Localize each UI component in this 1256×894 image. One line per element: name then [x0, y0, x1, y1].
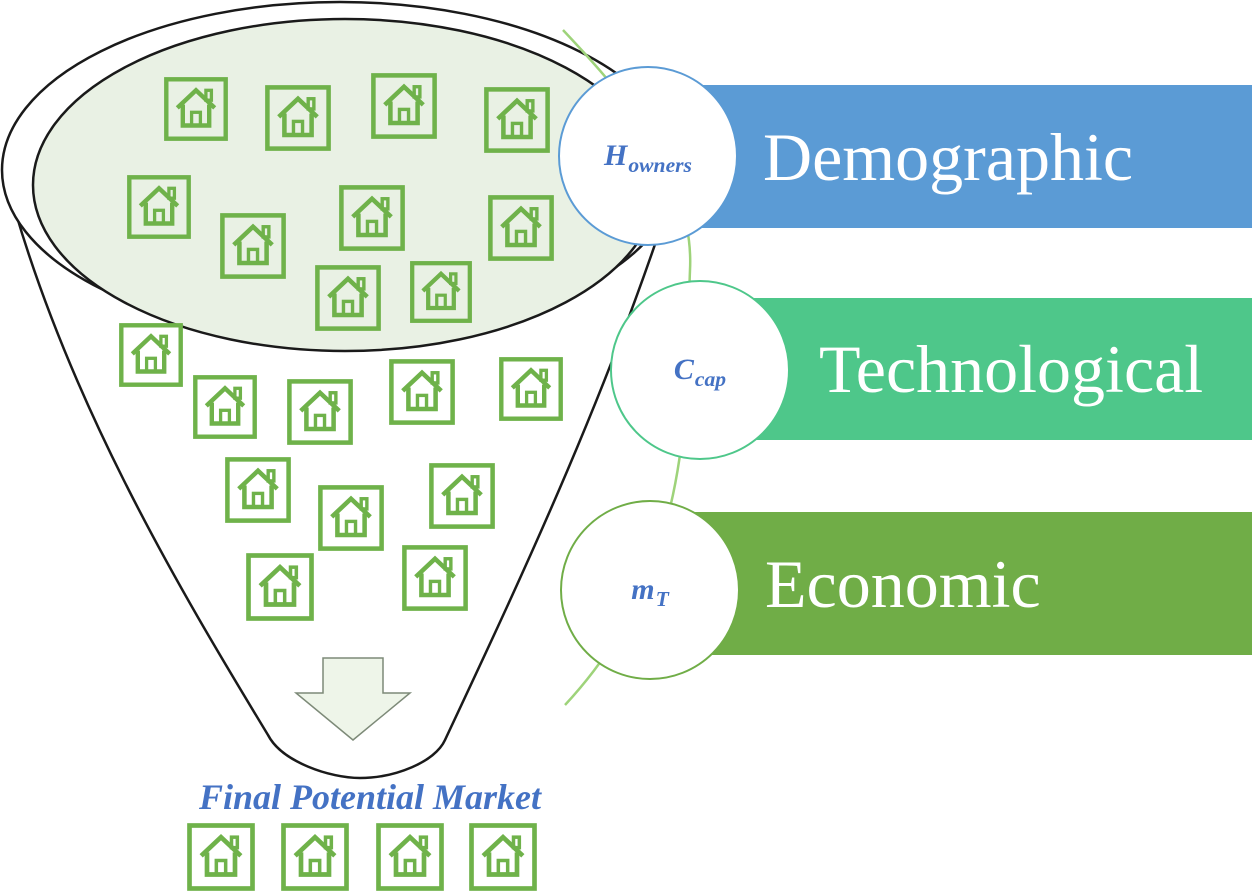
funnel-outline — [2, 169, 680, 780]
economic-label: Economic — [765, 546, 1041, 622]
technological-symbol-circle: Ccap — [610, 280, 790, 460]
house-icon — [121, 325, 180, 384]
final-potential-market-title: Final Potential Market — [198, 777, 542, 817]
house-icon — [472, 826, 535, 889]
economic-symbol-circle: mT — [560, 500, 740, 680]
technological-symbol: Ccap — [673, 353, 727, 391]
house-icon — [190, 826, 253, 889]
house-icon — [501, 359, 560, 418]
house-icon — [284, 826, 347, 889]
technological-label: Technological — [819, 331, 1204, 407]
house-icon — [320, 487, 381, 548]
demographic-label: Demographic — [763, 119, 1134, 195]
house-icon — [379, 826, 442, 889]
technological-bar: Technological — [685, 298, 1252, 440]
house-icon — [227, 459, 288, 520]
economic-bar: Economic — [685, 512, 1252, 655]
economic-symbol: mT — [631, 573, 669, 611]
arrow-down-icon — [293, 657, 413, 741]
house-icon — [249, 556, 312, 619]
demographic-symbol: Howners — [604, 139, 692, 177]
demographic-bar: Demographic — [685, 85, 1252, 228]
house-icon — [404, 547, 465, 608]
house-icon — [289, 381, 350, 442]
demographic-symbol-circle: Howners — [558, 66, 738, 246]
house-icon — [431, 465, 492, 526]
house-icon — [391, 361, 452, 422]
house-icon — [195, 377, 254, 436]
